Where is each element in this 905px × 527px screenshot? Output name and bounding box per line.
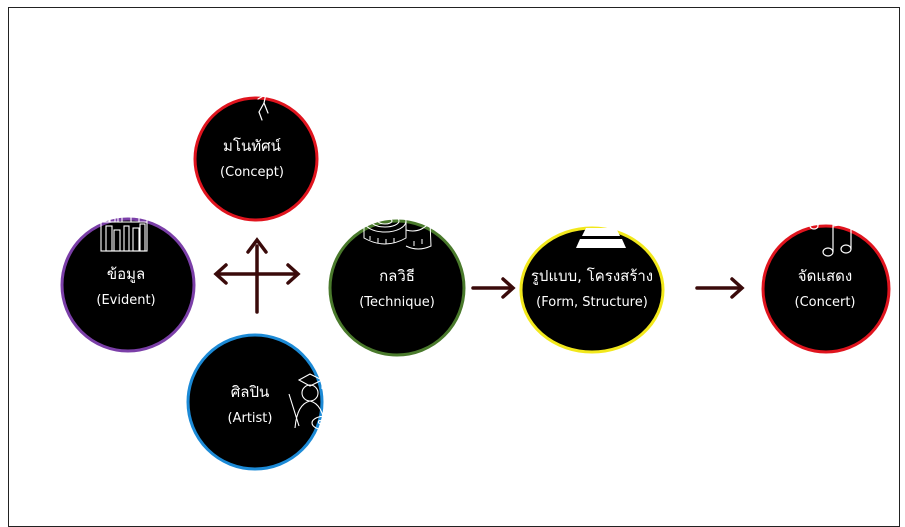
- bookshelf-icon: [100, 208, 148, 252]
- concept-circle: [193, 96, 319, 222]
- arrow-form-to-concert: [695, 277, 745, 299]
- arrow-technique-to-form: [471, 277, 516, 299]
- process-diagram: [60, 75, 891, 471]
- artist-circle: [186, 333, 324, 471]
- music-notes-icon: [809, 206, 852, 257]
- technique-circle: [328, 219, 466, 357]
- pyramid-icon: [576, 201, 626, 248]
- cross-arrow: [213, 237, 301, 314]
- measuring-tape-icon: [363, 209, 432, 250]
- concert-circle: [761, 224, 891, 354]
- climber-icon: [257, 75, 276, 121]
- painter-icon: [288, 373, 341, 431]
- evident-circle: [60, 217, 196, 353]
